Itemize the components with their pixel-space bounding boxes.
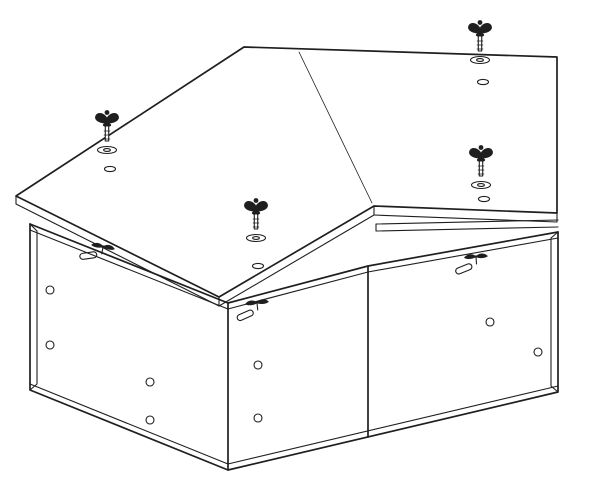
side-mounting-holes	[45, 285, 543, 425]
mounting-hole	[45, 340, 55, 350]
body-right-end-cap	[550, 231, 559, 393]
mounting-hole	[145, 415, 155, 425]
cover-miter-line	[298, 51, 373, 204]
mounting-hole	[145, 377, 155, 387]
mounting-hole	[253, 360, 263, 370]
cover-screw-holes	[103, 78, 491, 270]
mounting-hole	[45, 285, 55, 295]
cover-screw-hole	[476, 78, 490, 86]
mounting-hole	[485, 317, 495, 327]
body-bottom-hem	[29, 383, 559, 465]
turn-latch-right	[453, 252, 490, 276]
trunking-body	[29, 219, 559, 471]
body-front-rim	[29, 223, 559, 304]
cover-hem-front-right	[373, 212, 558, 223]
cover-plate	[15, 46, 558, 307]
mounting-hole	[533, 347, 543, 357]
body-outer-contour	[29, 223, 559, 471]
body-back-rim-right-arm	[375, 219, 559, 232]
body-rim-thickness	[29, 229, 559, 310]
mounting-hole	[253, 413, 263, 423]
cover-screw-hole	[103, 165, 117, 173]
cover-hem-front-left	[15, 195, 220, 307]
cover-screw-hole	[251, 262, 265, 270]
turn-latch-center	[234, 298, 272, 323]
body-left-end-cap	[29, 223, 38, 391]
cover-screw-hole	[477, 195, 491, 203]
